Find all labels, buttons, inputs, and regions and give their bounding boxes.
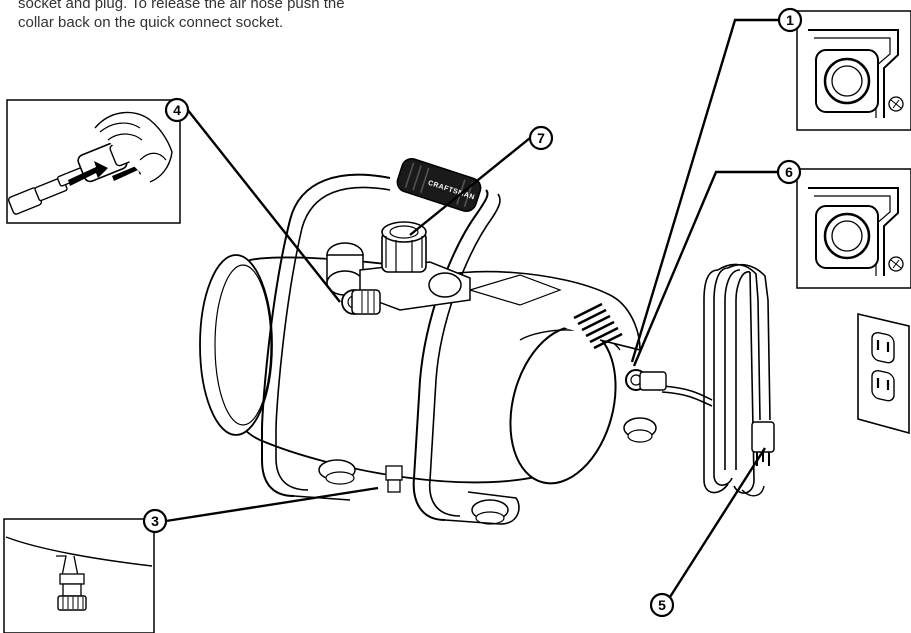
leader-3 xyxy=(165,486,379,523)
callout-4: 4 xyxy=(164,97,190,123)
inset-power-switch-1 xyxy=(796,10,911,131)
callout-3: 3 xyxy=(142,508,168,534)
callout-3-circle xyxy=(142,508,168,534)
callout-4-circle xyxy=(164,97,190,123)
intro-paragraph: socket and plug. To release the air hose… xyxy=(18,0,478,32)
callout-1-circle xyxy=(777,7,803,33)
power-cord xyxy=(661,263,775,497)
inset-power-switch-6 xyxy=(796,168,911,289)
callout-7-circle xyxy=(528,125,554,151)
callout-1: 1 xyxy=(777,7,803,33)
callout-7: 7 xyxy=(528,125,554,151)
callout-5-label: 5 xyxy=(658,597,666,613)
callout-4-label: 4 xyxy=(173,102,181,118)
callout-7-label: 7 xyxy=(537,130,545,146)
callout-6: 6 xyxy=(776,159,802,185)
motor-vents xyxy=(573,302,623,350)
frame-cage: CRAFTSMAN xyxy=(261,158,520,525)
inset-quick-connect xyxy=(6,99,181,224)
callout-5-circle xyxy=(649,592,675,618)
callout-6-circle xyxy=(776,159,802,185)
leader-4 xyxy=(186,108,341,303)
compressor-body xyxy=(199,254,667,525)
inset-drain-valve xyxy=(3,518,155,633)
leader-7 xyxy=(409,137,531,236)
leader-5 xyxy=(668,447,767,598)
regulator-assembly xyxy=(326,221,471,315)
leader-1 xyxy=(630,18,779,363)
callout-1-label: 1 xyxy=(786,12,794,28)
callout-3-label: 3 xyxy=(151,513,159,529)
intro-line-2: collar back on the quick connect socket. xyxy=(18,14,284,31)
wall-outlet xyxy=(857,312,910,435)
leader-6 xyxy=(632,170,778,367)
callout-6-label: 6 xyxy=(785,164,793,180)
leader-lines xyxy=(165,18,779,598)
intro-line-1: socket and plug. To release the air hose… xyxy=(18,0,345,12)
callout-5: 5 xyxy=(649,592,675,618)
